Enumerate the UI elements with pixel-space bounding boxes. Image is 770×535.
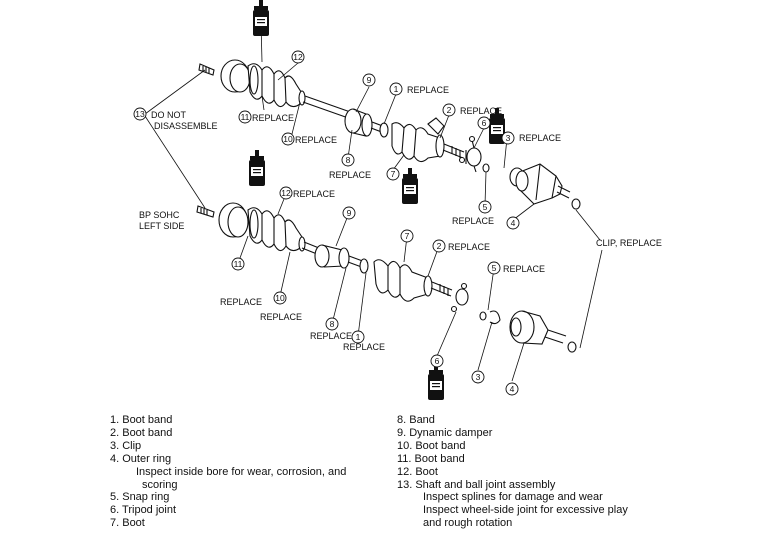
legend-item: and rough rotation bbox=[423, 517, 513, 530]
label-replace-3-top: REPLACE bbox=[519, 133, 561, 143]
label-replace-11-top: REPLACE bbox=[252, 113, 294, 123]
legend-item: Inspect wheel-side joint for excessive p… bbox=[423, 504, 628, 517]
legend-item: 11. Boot band bbox=[397, 452, 465, 465]
callout-10-top: 10 bbox=[283, 134, 293, 144]
label-replace-12-bottom: REPLACE bbox=[293, 189, 335, 199]
callout-8-top: 8 bbox=[346, 155, 351, 165]
legend-item: 7. Boot bbox=[110, 517, 145, 530]
callout-11-bottom: 11 bbox=[234, 259, 243, 269]
callout-1-bottom: 1 bbox=[356, 332, 361, 342]
callout-13: 13 bbox=[135, 109, 145, 119]
label-disassemble: DISASSEMBLE bbox=[154, 121, 218, 131]
upper-shaft-assembly bbox=[198, 59, 581, 210]
callout-5-top: 5 bbox=[483, 202, 488, 212]
callout-7-bottom: 7 bbox=[405, 231, 410, 241]
label-left-side: LEFT SIDE bbox=[139, 221, 184, 231]
callout-2-bottom: 2 bbox=[437, 241, 442, 251]
legend-item: 6. Tripod joint bbox=[110, 504, 177, 517]
lower-shaft-assembly bbox=[196, 202, 577, 353]
legend-item: 8. Band bbox=[397, 414, 435, 426]
label-replace-5-bottom: REPLACE bbox=[503, 264, 545, 274]
callout-9-bottom: 9 bbox=[347, 208, 352, 218]
label-clip-replace: CLIP, REPLACE bbox=[596, 238, 662, 248]
label-replace-10-bottom: REPLACE bbox=[260, 312, 302, 322]
legend-item: 12. Boot bbox=[397, 465, 438, 478]
callout-11-top: 11 bbox=[241, 112, 250, 122]
legend-item: 13. Shaft and ball joint assembly bbox=[397, 478, 556, 491]
callout-9-top: 9 bbox=[367, 75, 372, 85]
legend-item: 5. Snap ring bbox=[110, 491, 170, 504]
callout-3-top: 3 bbox=[506, 133, 511, 143]
legend-item: 2. Boot band bbox=[110, 426, 173, 439]
legend-item: 9. Dynamic damper bbox=[397, 426, 493, 439]
legend-item: 4. Outer ring bbox=[110, 452, 172, 465]
callout-6-top: 6 bbox=[482, 118, 487, 128]
callout-12-top: 12 bbox=[293, 52, 303, 62]
label-replace-10-top: REPLACE bbox=[295, 135, 337, 145]
label-do-not: DO NOT bbox=[151, 110, 187, 120]
label-replace-2-bottom: REPLACE bbox=[448, 242, 490, 252]
legend-item: Inspect splines for damage and wear bbox=[423, 491, 603, 504]
legend-item: 10. Boot band bbox=[397, 439, 466, 452]
label-replace-1-bottom: REPLACE bbox=[343, 342, 385, 352]
legend-item: 3. Clip bbox=[110, 439, 142, 452]
driveshaft-exploded-diagram: 12 9 1 2 6 3 13 11 10 8 7 5 4 12 9 7 2 5… bbox=[133, 0, 662, 400]
callout-2-top: 2 bbox=[447, 105, 452, 115]
callout-4-top: 4 bbox=[511, 218, 516, 228]
callout-1-top: 1 bbox=[394, 84, 399, 94]
label-replace-5-top: REPLACE bbox=[452, 216, 494, 226]
label-replace-2-top: REPLACE bbox=[460, 106, 502, 116]
callout-5-bottom: 5 bbox=[492, 263, 497, 273]
label-replace-8-bottom: REPLACE bbox=[310, 331, 352, 341]
label-replace-8-top: REPLACE bbox=[329, 170, 371, 180]
callout-7-top: 7 bbox=[391, 169, 396, 179]
callout-4-bottom: 4 bbox=[510, 384, 515, 394]
label-replace-1-top: REPLACE bbox=[407, 85, 449, 95]
callout-6-bottom: 6 bbox=[435, 356, 440, 366]
legend-item: 1. Boot band bbox=[110, 414, 173, 426]
label-replace-11-bottom: REPLACE bbox=[220, 297, 262, 307]
callout-3-bottom: 3 bbox=[476, 372, 481, 382]
legend-item: Inspect inside bore for wear, corrosion,… bbox=[136, 465, 347, 478]
callout-8-bottom: 8 bbox=[330, 319, 335, 329]
callout-12-bottom: 12 bbox=[281, 188, 291, 198]
callout-10-bottom: 10 bbox=[275, 293, 285, 303]
label-bp-sohc: BP SOHC bbox=[139, 210, 180, 220]
legend-item: scoring bbox=[142, 478, 178, 491]
